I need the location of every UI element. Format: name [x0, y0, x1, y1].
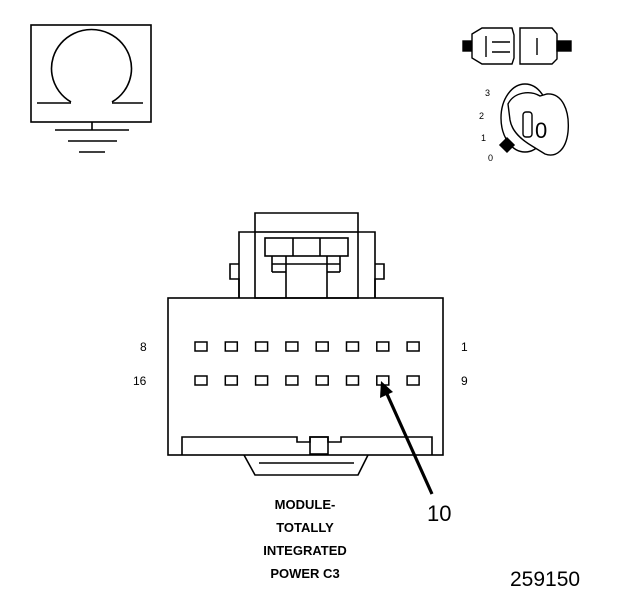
callout-arrow — [380, 381, 434, 495]
cavity-row-top — [194, 341, 420, 352]
pin-label-1: 1 — [461, 340, 468, 354]
ignition-switch-icon — [462, 27, 572, 65]
caption-line-2: TOTALLY — [276, 520, 334, 535]
cavity-bottom-1 — [194, 375, 208, 386]
cavity-bottom-3 — [254, 375, 269, 386]
cavity-top-3 — [254, 341, 269, 352]
ignition-key-icon — [498, 83, 569, 156]
key-position-0: 0 — [488, 153, 493, 163]
pin-label-9: 9 — [461, 374, 468, 388]
cavity-bottom-8 — [406, 375, 420, 386]
caption-line-1: MODULE- — [275, 497, 336, 512]
pin-label-16: 16 — [133, 374, 147, 388]
ground-icon — [30, 24, 152, 153]
connector-body — [167, 212, 444, 476]
cavity-top-4 — [285, 341, 299, 352]
cavity-top-8 — [406, 341, 420, 352]
key-position-3: 3 — [485, 88, 490, 98]
cavity-top-7 — [376, 341, 390, 352]
pin-label-8: 8 — [140, 340, 147, 354]
cavity-bottom-5 — [315, 375, 329, 386]
cavity-bottom-6 — [345, 375, 360, 386]
caption-line-3: INTEGRATED — [263, 543, 347, 558]
key-position-1: 1 — [481, 133, 486, 143]
cavity-row-bottom — [194, 375, 420, 386]
key-face-label: 0 — [535, 118, 547, 143]
cavity-top-1 — [194, 341, 208, 352]
figure-id: 259150 — [510, 568, 580, 591]
callout-number: 10 — [427, 501, 451, 526]
cavity-top-5 — [315, 341, 329, 352]
caption-line-4: POWER C3 — [270, 566, 339, 581]
cavity-bottom-2 — [224, 375, 239, 386]
cavity-top-2 — [224, 341, 239, 352]
key-position-2: 2 — [479, 111, 484, 121]
cavity-bottom-4 — [285, 375, 299, 386]
cavity-top-6 — [345, 341, 360, 352]
